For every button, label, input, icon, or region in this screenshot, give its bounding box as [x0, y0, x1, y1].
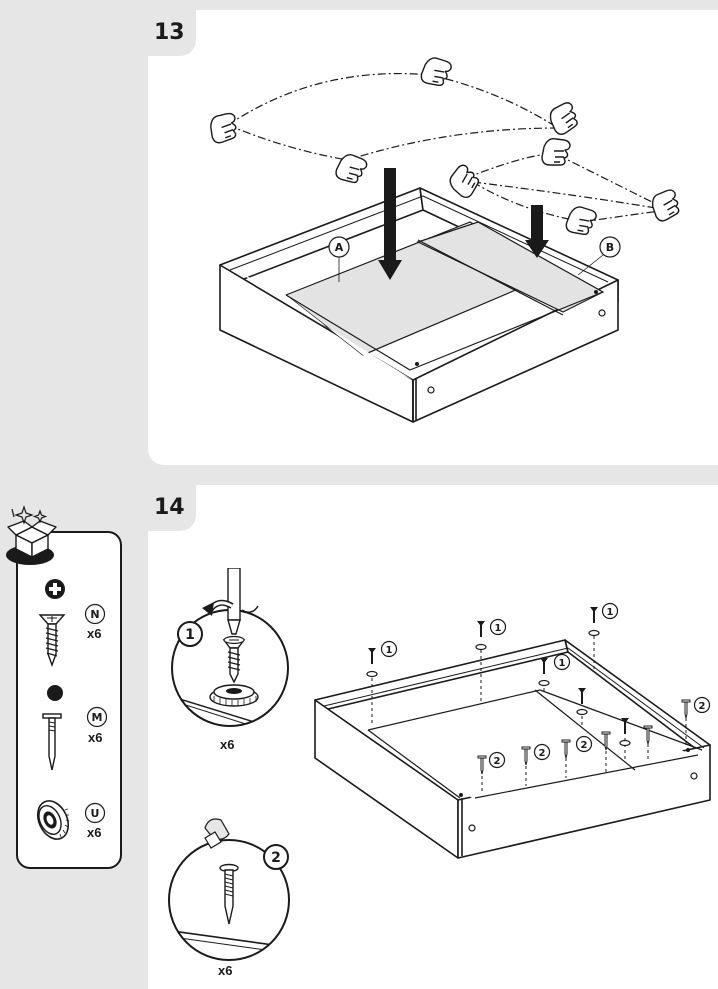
svg-text:1: 1: [495, 623, 502, 634]
nail-icon: [42, 713, 62, 771]
hammer-dot-icon: [47, 685, 63, 701]
svg-text:2: 2: [271, 850, 281, 866]
part-u-letter-badge: U: [84, 802, 106, 824]
part-m-letter-badge: M: [86, 706, 108, 728]
nail-markers: [477, 699, 691, 775]
svg-text:1: 1: [559, 658, 566, 669]
callout-2-number-badge: 2: [263, 844, 289, 870]
svg-text:U: U: [91, 807, 100, 820]
svg-text:M: M: [92, 711, 103, 724]
svg-text:B: B: [606, 241, 614, 254]
hammer-icon: [204, 818, 230, 849]
callout-1-screw-detail: [171, 568, 289, 727]
svg-text:N: N: [90, 608, 99, 621]
svg-text:A: A: [335, 241, 344, 254]
step-13-number-tab: 13: [148, 10, 196, 56]
marker-badges-1: 1 1 1 1: [380, 602, 619, 671]
callout-1-number-badge: 1: [177, 621, 203, 647]
svg-text:1: 1: [607, 607, 614, 618]
callout-2-qty: x6: [218, 963, 233, 978]
step-13-illustration: A B: [210, 57, 680, 423]
svg-text:1: 1: [386, 645, 393, 656]
callout-2-nail-detail: [168, 818, 290, 961]
part-u-qty: x6: [87, 825, 102, 840]
step-14-number: 14: [154, 495, 185, 520]
washer-markers: [366, 629, 631, 747]
down-arrow-left: [378, 168, 402, 280]
step-13-number: 13: [154, 20, 185, 45]
label-a-badge: A: [328, 236, 350, 282]
svg-text:2: 2: [539, 748, 546, 759]
cap-washer-icon: [36, 800, 70, 840]
callout-1-qty: x6: [220, 737, 235, 752]
screw-markers: [368, 607, 629, 734]
svg-text:2: 2: [494, 756, 501, 767]
step-14-number-tab: 14: [148, 485, 196, 531]
hand-icon: [210, 57, 680, 236]
svg-text:2: 2: [699, 701, 706, 712]
parts-open-box-icon: [6, 505, 57, 565]
down-arrow-right: [525, 205, 549, 258]
part-n-letter-badge: N: [84, 603, 106, 625]
phillips-screwdriver-icon: [45, 579, 65, 599]
step-14-tray-illustration: 1 1 1 1 2 2 2 2: [314, 602, 711, 859]
screw-icon: [38, 614, 66, 667]
svg-text:2: 2: [581, 740, 588, 751]
screw-locations: [371, 630, 687, 792]
marker-badges-2: 2 2 2 2: [488, 696, 711, 769]
part-n-qty: x6: [87, 626, 102, 641]
svg-text:1: 1: [185, 627, 195, 643]
label-b-badge: B: [577, 236, 621, 276]
part-m-qty: x6: [88, 730, 103, 745]
